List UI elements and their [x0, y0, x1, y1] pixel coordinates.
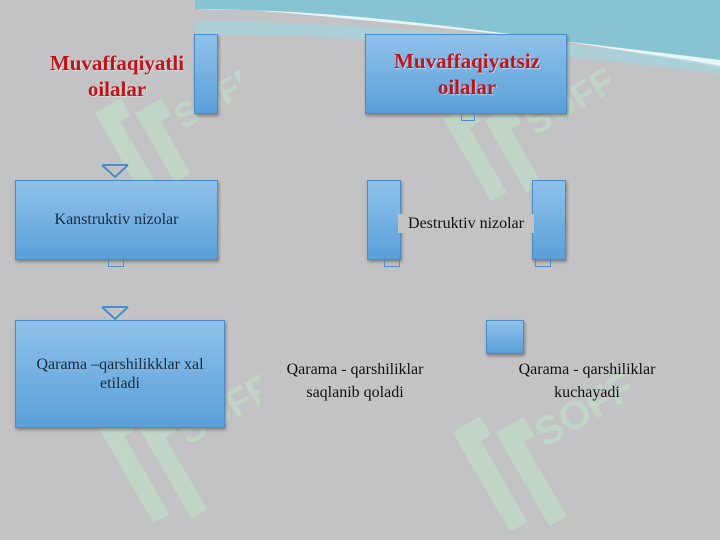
- conflicts-resolved-label: Qarama –qarshilikklar xal etiladi: [36, 355, 204, 392]
- connector-stub: [108, 258, 124, 267]
- header-wave-decoration: [195, 0, 720, 74]
- connector-stub: [535, 258, 551, 267]
- conflicts-resolved-box: Qarama –qarshilikklar xal etiladi: [15, 320, 225, 428]
- destructive-conflicts-label: Destruktiv nizolar: [398, 214, 534, 234]
- connector-stub: [384, 258, 400, 267]
- constructive-conflicts-box: Kanstruktiv nizolar: [15, 180, 218, 260]
- down-chevron-icon: [101, 164, 129, 179]
- watermark-logo: SOFF: [452, 365, 630, 530]
- unsuccessful-families-title: Muvaffaqiyatsiz oilalar: [394, 49, 540, 100]
- down-chevron-icon: [101, 306, 129, 321]
- conflicts-intensify-line1: Qarama - qarshiliklar: [518, 361, 656, 378]
- destructive-box-left-edge: [367, 180, 401, 260]
- successful-families-title: Muvaffaqiyatli oilalar: [49, 51, 185, 102]
- conflicts-intensify-text: Qarama - qarshiliklar kuchayadi: [497, 358, 677, 404]
- conflicts-intensify-marker: [486, 320, 524, 354]
- unsuccessful-families-box: [365, 34, 567, 114]
- connector-stub: [461, 112, 475, 121]
- constructive-conflicts-label: Kanstruktiv nizolar: [54, 211, 179, 229]
- destructive-box-right-edge: [532, 180, 566, 260]
- conflicts-preserved-line2: saqlanib qoladi: [306, 384, 404, 402]
- conflicts-preserved-text: Qarama - qarshiliklar saqlanib qoladi: [265, 358, 445, 404]
- conflicts-intensify-line2: kuchayadi: [554, 384, 620, 402]
- successful-header-box-edge: [194, 34, 218, 114]
- conflicts-preserved-line1: Qarama - qarshiliklar: [286, 361, 424, 378]
